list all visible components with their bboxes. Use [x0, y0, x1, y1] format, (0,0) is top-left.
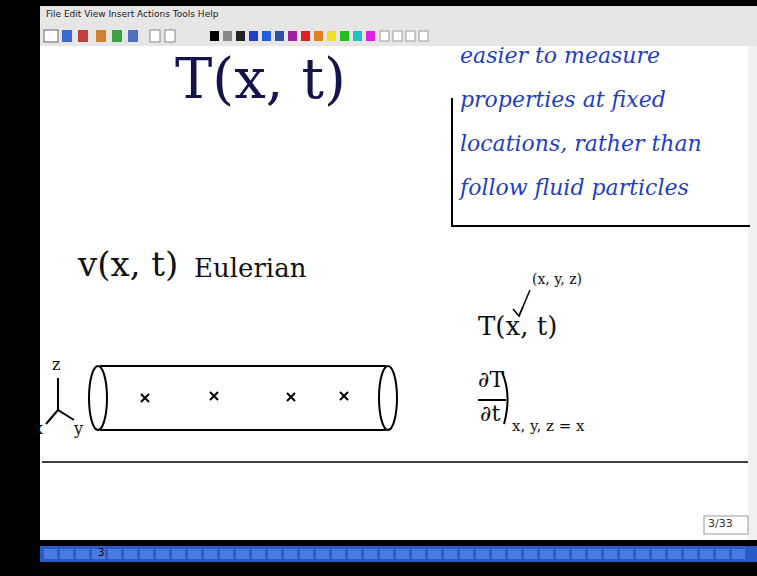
axis-label: z: [52, 356, 60, 374]
coordinates: (x, y, z): [532, 272, 582, 287]
menu-bar: File Edit View Insert Actions Tools Help: [46, 10, 218, 20]
page-index: 3: [98, 547, 104, 558]
scrollbar: [748, 46, 757, 540]
heading-formula: T(x, t): [175, 48, 346, 110]
pipe: [89, 366, 397, 430]
axes: [46, 378, 74, 424]
page-number-box: [704, 516, 748, 534]
derivative-numerator: ∂T: [478, 368, 504, 392]
page-bar-ticks: [44, 549, 745, 559]
fixed-point-marks: [141, 392, 348, 402]
page-number: 3/33: [708, 518, 733, 530]
page: [40, 46, 757, 540]
separator-line: [42, 461, 748, 463]
velocity-field: v(x, t): [78, 246, 178, 283]
axis-label: x: [34, 420, 43, 438]
toolbar: [40, 6, 757, 46]
note-bracket: [452, 98, 750, 226]
axis-label: y: [74, 420, 83, 438]
method-name: Eulerian: [194, 254, 306, 283]
note-text: easier to measure properties at fixed lo…: [460, 34, 748, 210]
toolbar-icons: [44, 30, 428, 42]
temperature-field: T(x, t): [478, 312, 557, 341]
page-bar: [40, 546, 757, 562]
derivative-denominator: ∂t: [480, 402, 500, 426]
held-fixed-subscript: x, y, z = x: [512, 418, 584, 435]
